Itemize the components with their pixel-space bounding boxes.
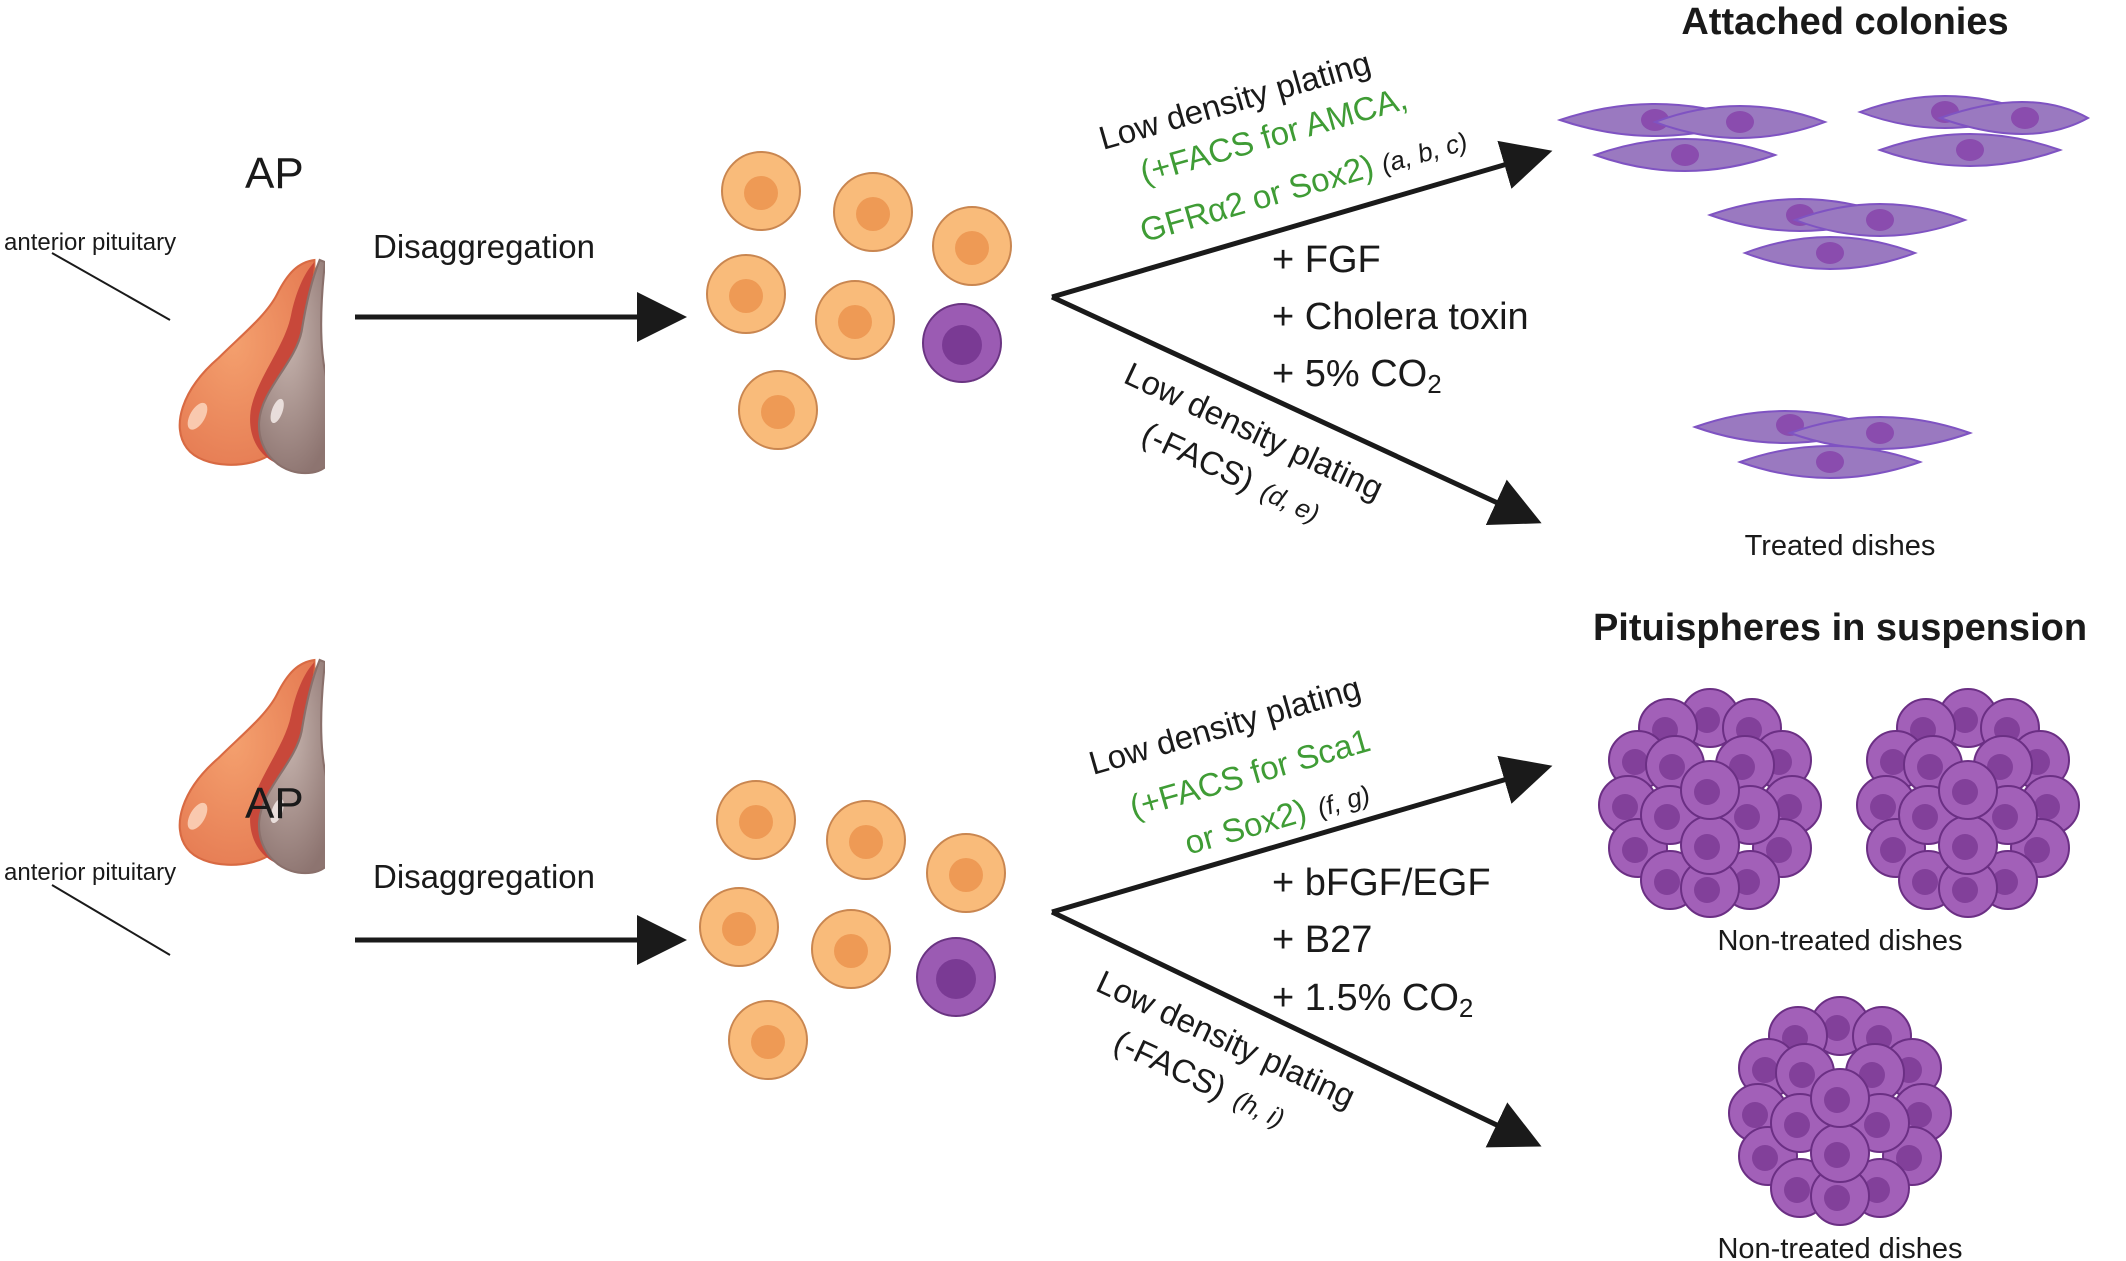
dish-label-lower: Non-treated dishes (1717, 1233, 1962, 1261)
sphere-cell (1810, 1123, 1870, 1183)
colony (1556, 103, 1828, 172)
result-title: Attached colonies (1681, 1, 2008, 43)
sphere-cell (1680, 858, 1740, 918)
sphere-cell (1810, 1166, 1870, 1226)
progenitor-cell (932, 206, 1012, 286)
step-label: Disaggregation (373, 858, 595, 895)
pituisphere (1598, 688, 1822, 918)
sphere-cell (1680, 815, 1740, 875)
colony-cell (1737, 445, 1923, 479)
upper-branch-label: Low density plating (+FACS for AMCA, GFR… (1095, 44, 1471, 249)
colony (1692, 410, 1973, 479)
progenitor-cell (833, 172, 913, 252)
progenitor-cell (826, 800, 906, 880)
condition-1: + bFGF/EGF (1272, 862, 1491, 904)
condition-3: + 5% CO2 (1272, 353, 1442, 399)
progenitor-cell (815, 280, 895, 360)
branch-refs: (f, g) (1314, 779, 1374, 823)
progenitor-cell (706, 254, 786, 334)
step-label: Disaggregation (373, 228, 595, 265)
progenitor-cell (926, 833, 1006, 913)
progenitor-cell (728, 1000, 808, 1080)
branch-refs: (h, i) (1229, 1084, 1289, 1133)
colony (1857, 95, 2091, 167)
tissue-pointer-line (51, 884, 171, 956)
tissue-label: anterior pituitary (4, 229, 176, 256)
ap-label: AP (245, 149, 304, 198)
upper-branch-label: Low density plating (+FACS for Sca1 or S… (1085, 669, 1375, 862)
colony-cell (1792, 203, 1968, 237)
attached-colonies (1556, 95, 2091, 479)
anterior-pituitary-gland-icon (178, 658, 325, 875)
lower-branch-arrow (1050, 909, 1542, 1148)
colony-cell (1592, 138, 1778, 172)
colony-cell (1877, 133, 2063, 167)
sphere-cell (1810, 1068, 1870, 1128)
dish-label: Treated dishes (1745, 530, 1936, 562)
dissociated-cells (706, 151, 1012, 450)
condition-2: + Cholera toxin (1272, 296, 1529, 338)
dissociated-cells (699, 780, 1006, 1080)
progenitor-cell (721, 151, 801, 231)
ap-label: AP (245, 779, 304, 828)
colony-cell (1937, 101, 2091, 135)
colony (1707, 198, 1968, 270)
progenitor-cell (716, 780, 796, 860)
stem-cell (922, 303, 1002, 383)
branch-refs: (d, e) (1256, 476, 1324, 529)
result-title: Pituispheres in suspension (1593, 607, 2087, 649)
sphere-cell (1938, 815, 1998, 875)
tissue-pointer-line (51, 252, 171, 321)
condition-2: + B27 (1272, 919, 1372, 961)
upper-branch-arrow (1051, 755, 1553, 915)
upper-branch-arrow (1051, 140, 1553, 300)
stem-cell (916, 937, 996, 1017)
condition-1: + FGF (1272, 239, 1381, 281)
pituisphere (1728, 996, 1952, 1226)
pituisphere (1856, 688, 2080, 918)
progenitor-cell (738, 370, 818, 450)
condition-3: + 1.5% CO2 (1272, 977, 1473, 1023)
tissue-label: anterior pituitary (4, 859, 176, 886)
progenitor-cell (811, 909, 891, 989)
culture-conditions: + FGF + Cholera toxin + 5% CO2 (1272, 239, 1529, 399)
branch-refs: (a, b, c) (1378, 126, 1471, 179)
sphere-cell (1680, 760, 1740, 820)
row-pituispheres: anterior pituitary AP Disaggregation Low… (4, 607, 2087, 1261)
lower-branch-arrow (1050, 294, 1542, 526)
culture-conditions: + bFGF/EGF + B27 + 1.5% CO2 (1272, 862, 1491, 1023)
pituispheres (1598, 688, 2080, 1226)
anterior-pituitary-gland-icon (178, 258, 325, 475)
progenitor-cell (699, 887, 779, 967)
row-attached-colonies: anterior pituitary AP Disaggregation Low… (4, 1, 2091, 562)
colony-cell (1742, 236, 1918, 270)
dish-label-upper: Non-treated dishes (1717, 925, 1962, 957)
colony-cell (1652, 105, 1828, 139)
sphere-cell (1938, 760, 1998, 820)
